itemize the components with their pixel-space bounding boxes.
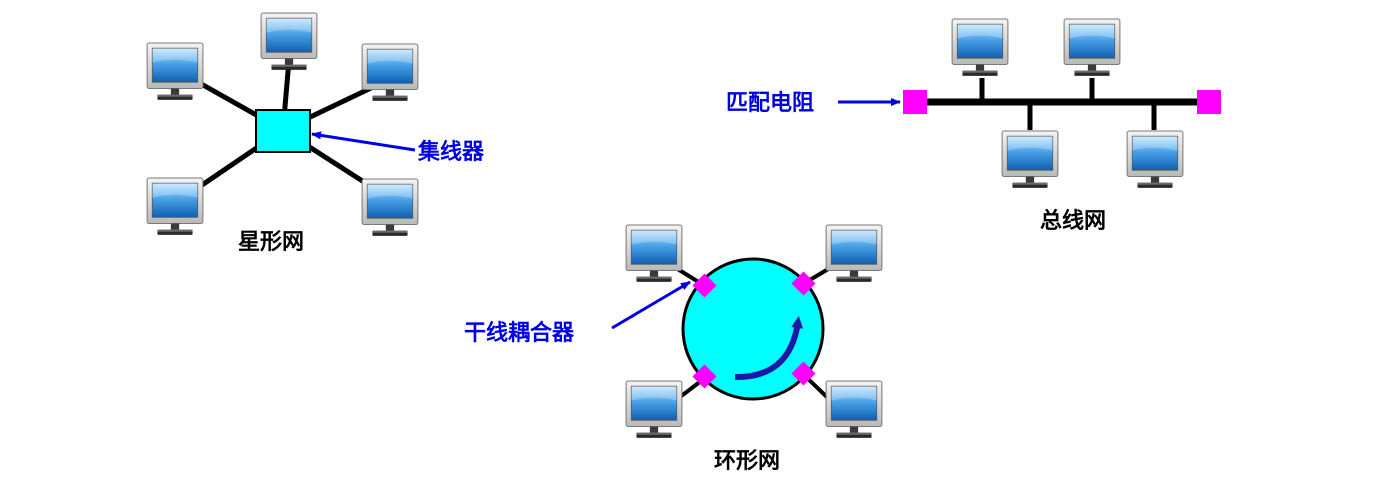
terminator-left xyxy=(903,90,927,114)
computer-monitor-icon xyxy=(361,43,419,102)
bus-drops xyxy=(979,78,1157,130)
hub-box xyxy=(255,109,311,153)
coupler-pointer-arrow xyxy=(611,280,691,330)
computer-monitor-icon xyxy=(146,42,204,101)
computer-monitor-icon xyxy=(1126,130,1184,189)
hub-pointer-arrow xyxy=(311,131,416,152)
bus-network-title: 总线网 xyxy=(1040,208,1106,234)
computer-monitor-icon xyxy=(260,12,318,71)
terminator-right xyxy=(1197,90,1221,114)
computer-monitor-icon xyxy=(1063,18,1121,77)
computer-monitor-icon xyxy=(825,224,883,283)
computer-monitor-icon xyxy=(951,18,1009,77)
star-network-title: 星形网 xyxy=(238,230,304,255)
computer-monitor-icon xyxy=(625,224,683,283)
ring-network: 干线耦合器 环形网 xyxy=(464,224,883,474)
star-network: 集线器 星形网 xyxy=(146,12,485,255)
computer-monitor-icon xyxy=(825,380,883,439)
computer-monitor-icon xyxy=(146,177,204,236)
coupler-label: 干线耦合器 xyxy=(464,320,575,346)
computer-monitor-icon xyxy=(625,380,683,439)
computer-monitor-icon xyxy=(361,178,419,237)
bus-network: 匹配电阻 总线网 xyxy=(726,18,1221,234)
computer-monitor-icon xyxy=(1001,130,1059,189)
hub-label: 集线器 xyxy=(417,139,485,165)
ring-network-title: 环形网 xyxy=(714,449,780,474)
ring-direction-arrow xyxy=(734,316,804,381)
ring-loop xyxy=(681,257,825,401)
terminator-label: 匹配电阻 xyxy=(726,91,814,116)
